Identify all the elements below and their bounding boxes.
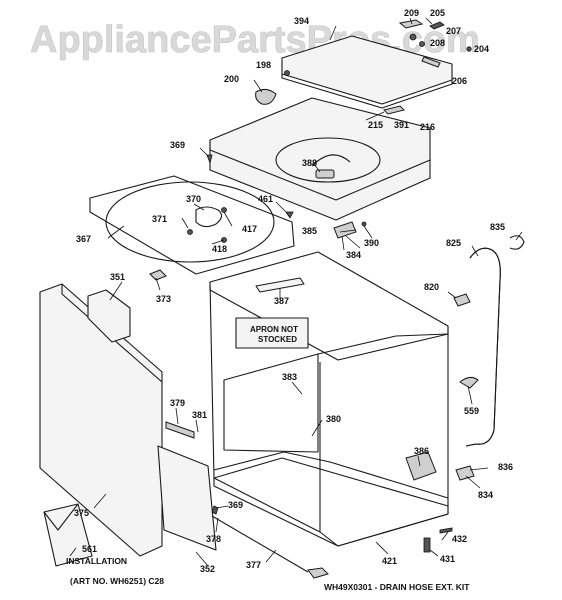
label-836: 836 xyxy=(498,462,513,472)
label-387: 387 xyxy=(274,296,289,306)
cabinet-part: APRON NOT STOCKED xyxy=(209,251,449,547)
leader-lines xyxy=(69,17,523,567)
label-383: 383 xyxy=(282,372,297,382)
mounting-frame-part xyxy=(89,175,295,275)
label-216: 216 xyxy=(420,122,435,132)
label-371: 371 xyxy=(152,214,167,224)
bracket-384-part xyxy=(333,221,367,251)
label-417: 417 xyxy=(242,224,257,234)
label-200: 200 xyxy=(224,74,239,84)
label-377: 377 xyxy=(246,560,261,570)
part-834-icon xyxy=(455,465,475,481)
screw-198-icon xyxy=(284,70,290,76)
art-number-caption: (ART NO. WH6251) C28 xyxy=(70,576,164,586)
label-352: 352 xyxy=(200,564,215,574)
label-380: 380 xyxy=(326,414,341,424)
label-431: 431 xyxy=(440,554,455,564)
label-421: 421 xyxy=(382,556,397,566)
installation-kit-part xyxy=(43,503,93,567)
label-379: 379 xyxy=(170,398,185,408)
label-373: 373 xyxy=(156,294,171,304)
label-385: 385 xyxy=(302,226,317,236)
label-820: 820 xyxy=(424,282,439,292)
label-384: 384 xyxy=(346,250,361,260)
label-208: 208 xyxy=(430,38,445,48)
label-209: 209 xyxy=(404,8,419,18)
label-215: 215 xyxy=(368,120,383,130)
trim-379-part xyxy=(165,421,195,439)
screw-369-icon xyxy=(206,154,213,165)
label-825: 825 xyxy=(446,238,461,248)
label-378: 378 xyxy=(206,534,221,544)
label-206: 206 xyxy=(452,76,467,86)
installation-caption: INSTALLATION xyxy=(66,556,127,566)
label-559: 559 xyxy=(464,406,479,416)
label-204: 204 xyxy=(474,44,489,54)
label-381: 381 xyxy=(192,410,207,420)
label-351: 351 xyxy=(110,272,125,282)
drain-hose-part xyxy=(465,235,525,447)
clip-820-icon xyxy=(453,293,471,307)
label-386: 386 xyxy=(414,446,429,456)
part-labels: 394 209 205 207 208 204 206 198 200 215 … xyxy=(74,8,513,574)
label-388: 388 xyxy=(302,158,317,168)
lid-hinge-hardware xyxy=(398,19,472,68)
foot-431-icon xyxy=(423,537,431,553)
apron-note-line2: STOCKED xyxy=(258,335,297,344)
label-390: 390 xyxy=(364,238,379,248)
label-375: 375 xyxy=(74,508,89,518)
label-461: 461 xyxy=(258,194,273,204)
label-207: 207 xyxy=(446,26,461,36)
apron-note-line1: APRON NOT xyxy=(250,325,298,334)
pin-432-icon xyxy=(439,527,453,534)
label-432: 432 xyxy=(452,534,467,544)
label-834: 834 xyxy=(478,490,493,500)
lid-handle-part xyxy=(255,88,277,105)
part-559-icon xyxy=(459,376,479,389)
clip-373-icon xyxy=(149,269,167,281)
rod-377-part xyxy=(211,505,329,579)
label-394: 394 xyxy=(294,16,309,26)
drain-hose-kit-caption: WH49X0301 - DRAIN HOSE EXT. KIT xyxy=(324,582,470,592)
top-panel-part xyxy=(209,97,431,221)
label-205: 205 xyxy=(430,8,445,18)
label-835: 835 xyxy=(490,222,505,232)
label-369-bottom: 369 xyxy=(228,500,243,510)
label-370: 370 xyxy=(186,194,201,204)
label-369-top: 369 xyxy=(170,140,185,150)
label-561: 561 xyxy=(82,544,97,554)
label-367: 367 xyxy=(76,234,91,244)
label-391: 391 xyxy=(394,120,409,130)
access-panel-part xyxy=(157,445,217,551)
top-lid-part xyxy=(281,35,453,109)
label-418: 418 xyxy=(212,244,227,254)
label-198: 198 xyxy=(256,60,271,70)
front-panel-part xyxy=(39,283,163,557)
